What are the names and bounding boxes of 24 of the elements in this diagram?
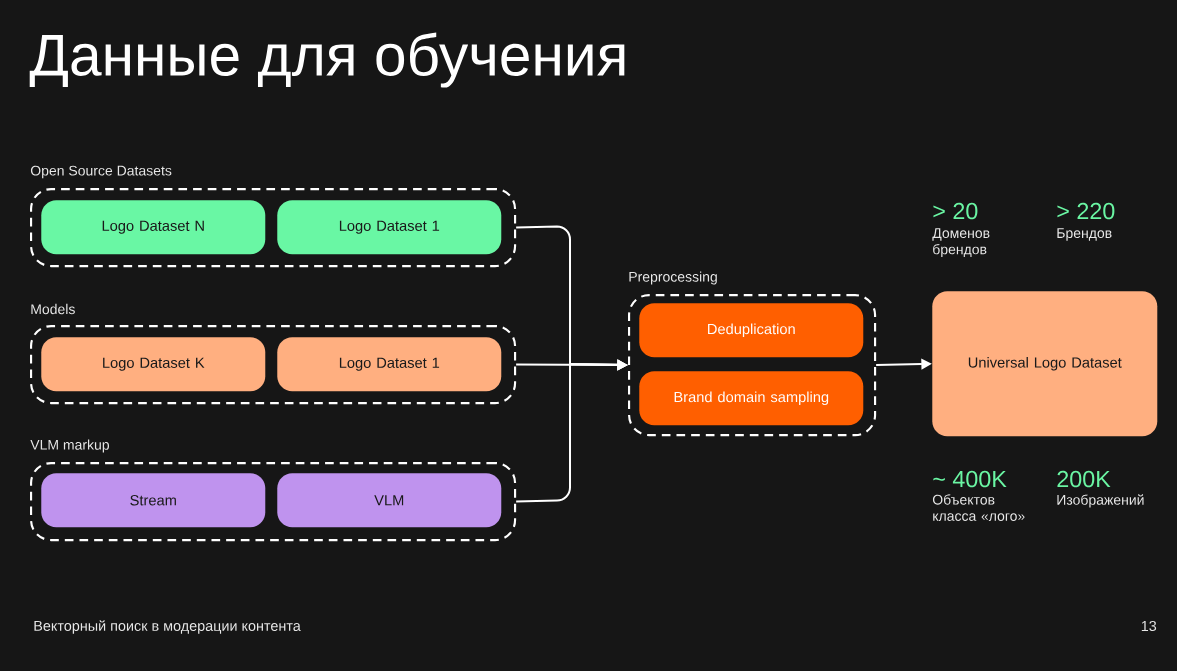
stat-number: ~ 400K — [933, 470, 1007, 488]
rounded-box: VLM — [277, 473, 502, 528]
rounded-box: Logo Dataset 1 — [277, 200, 502, 255]
rounded-box: Stream — [41, 473, 266, 528]
group-heading: VLM markup — [30, 439, 109, 453]
stat-caption: Изображений — [1057, 494, 1144, 508]
group-heading: Open Source Datasets — [30, 165, 172, 179]
rounded-box: Logo Dataset K — [41, 337, 266, 392]
slide-title: Данные для обучения — [29, 32, 625, 88]
rounded-box: Brand domain sampling — [639, 371, 864, 426]
rounded-box: Logo Dataset 1 — [277, 337, 502, 392]
page-number: 13 — [1141, 620, 1157, 632]
footer-text: Векторный поиск в модерации контента — [34, 620, 301, 634]
rounded-box: Deduplication — [639, 303, 864, 358]
group-heading: Preprocessing — [629, 271, 717, 285]
stat-caption: Объектов класса «лого» — [932, 494, 1025, 521]
stat-number: > 20 — [933, 202, 978, 220]
stat-caption: Доменов брендов — [932, 228, 990, 258]
stat-number: > 220 — [1057, 202, 1115, 220]
group-heading: Models — [31, 303, 75, 315]
stat-caption: Брендов — [1057, 228, 1112, 241]
rounded-box: Logo Dataset N — [41, 200, 266, 255]
stat-number: 200K — [1057, 470, 1111, 488]
result-box: Universal Logo Dataset — [932, 291, 1158, 437]
